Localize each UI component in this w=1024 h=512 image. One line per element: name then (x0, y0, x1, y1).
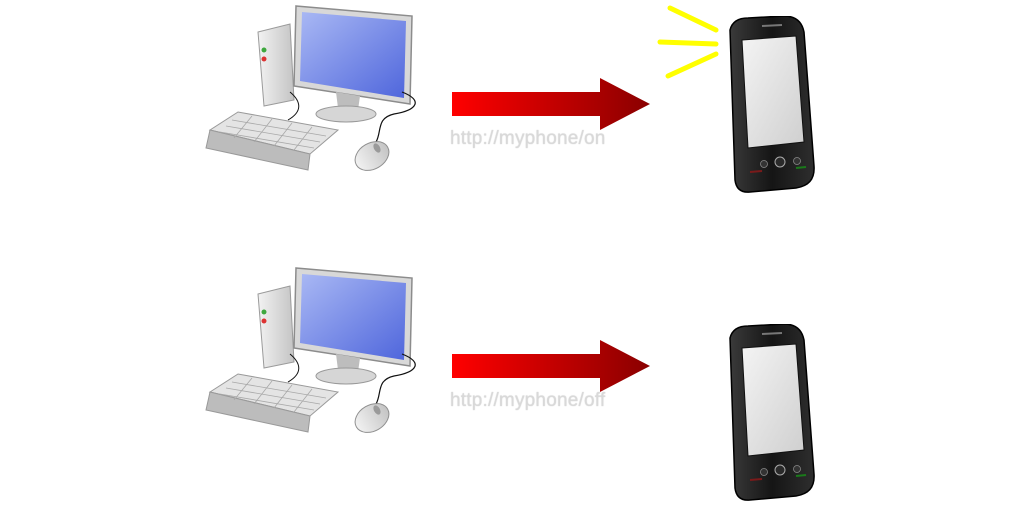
request-row-off: http://myphone/off (0, 262, 1024, 512)
request-url-label: http://myphone/on (450, 128, 606, 149)
ring-signal-rays-icon (656, 2, 726, 84)
request-row-on: http://myphone/on (0, 0, 1024, 250)
smartphone-icon (722, 323, 820, 502)
desktop-computer-icon (198, 2, 430, 180)
right-arrow-icon (450, 76, 654, 134)
smartphone-icon (722, 15, 820, 194)
right-arrow-icon (450, 338, 654, 396)
desktop-computer-icon (198, 264, 430, 442)
request-url-label: http://myphone/off (450, 390, 606, 411)
